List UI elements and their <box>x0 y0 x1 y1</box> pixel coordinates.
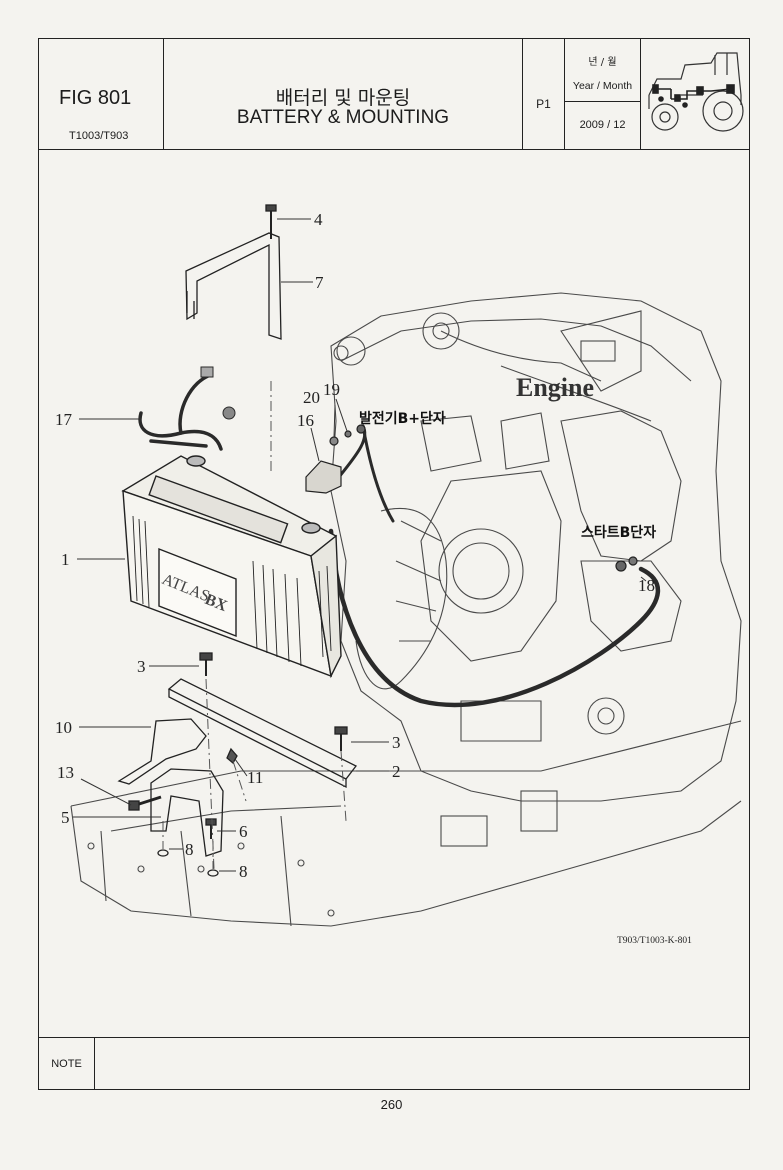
page-number: 260 <box>380 1097 403 1112</box>
callout-19: 19 <box>323 380 340 399</box>
callout-13: 13 <box>57 763 74 782</box>
title-english: BATTERY & MOUNTING <box>236 107 450 128</box>
drawing-number: T903/T1003-K-801 <box>617 936 692 946</box>
note-label: NOTE <box>39 1038 95 1090</box>
engine-assembly <box>330 292 742 802</box>
year-month-label: Year / Month <box>572 80 633 92</box>
hold-down-bracket <box>185 204 282 340</box>
title-block: FIG 801 T1003/T903 배터리 및 마운팅 BATTERY & M… <box>39 39 749 150</box>
callout-8-upper: 8 <box>185 840 194 859</box>
model-codes: T1003/T903 <box>69 130 129 142</box>
callout-2: 2 <box>392 762 401 781</box>
ground-cable <box>138 366 236 451</box>
reference-lines <box>162 381 347 870</box>
callout-4: 4 <box>314 210 323 229</box>
callout-8-lower: 8 <box>239 862 248 881</box>
callout-10: 10 <box>55 718 72 737</box>
tractor-icon <box>648 52 744 132</box>
tractor-thumbnail-cell <box>641 39 749 149</box>
battery-stay <box>167 652 357 789</box>
figure-id-cell: FIG 801 T1003/T903 <box>39 39 164 149</box>
callout-16: 16 <box>297 411 314 430</box>
year-month-value: 2009 / 12 <box>579 119 626 131</box>
title-korean: 배터리 및 마운팅 <box>275 87 411 109</box>
battery-mounting-diagram: Engine <box>55 204 742 946</box>
engine-label: Engine <box>516 373 594 402</box>
figure-number: FIG 801 <box>59 87 132 109</box>
callout-18: 18 <box>638 576 655 595</box>
callout-6: 6 <box>239 822 248 841</box>
mounting-clamp <box>117 718 238 877</box>
battery-cables <box>328 424 661 708</box>
callout-20: 20 <box>303 388 320 407</box>
year-month-cell: 년 / 월 Year / Month 2009 / 12 <box>565 39 641 149</box>
frame-rail <box>70 720 742 927</box>
callout-1: 1 <box>61 550 70 569</box>
battery <box>121 455 342 679</box>
note-row: NOTE <box>39 1037 749 1090</box>
starter-terminal-label: 스타트B단자 <box>581 524 656 541</box>
year-month-label-korean: 년 / 월 <box>588 57 617 68</box>
callout-3-lower: 3 <box>392 733 401 752</box>
alternator-terminal-label: 발전기B+단자 <box>359 410 446 427</box>
page-id: P1 <box>536 97 551 111</box>
leader-lines <box>73 218 647 872</box>
callout-17: 17 <box>55 410 73 429</box>
callout-7: 7 <box>315 273 324 292</box>
callout-5: 5 <box>61 808 70 827</box>
drawing-sheet: FIG 801 T1003/T903 배터리 및 마운팅 BATTERY & M… <box>38 38 750 1090</box>
page-id-cell: P1 <box>523 39 565 149</box>
alternator-terminal-parts <box>305 424 638 572</box>
callout-3-upper: 3 <box>137 657 146 676</box>
title-cell: 배터리 및 마운팅 BATTERY & MOUNTING <box>164 39 523 149</box>
divider <box>565 101 640 102</box>
callout-11: 11 <box>247 768 263 787</box>
